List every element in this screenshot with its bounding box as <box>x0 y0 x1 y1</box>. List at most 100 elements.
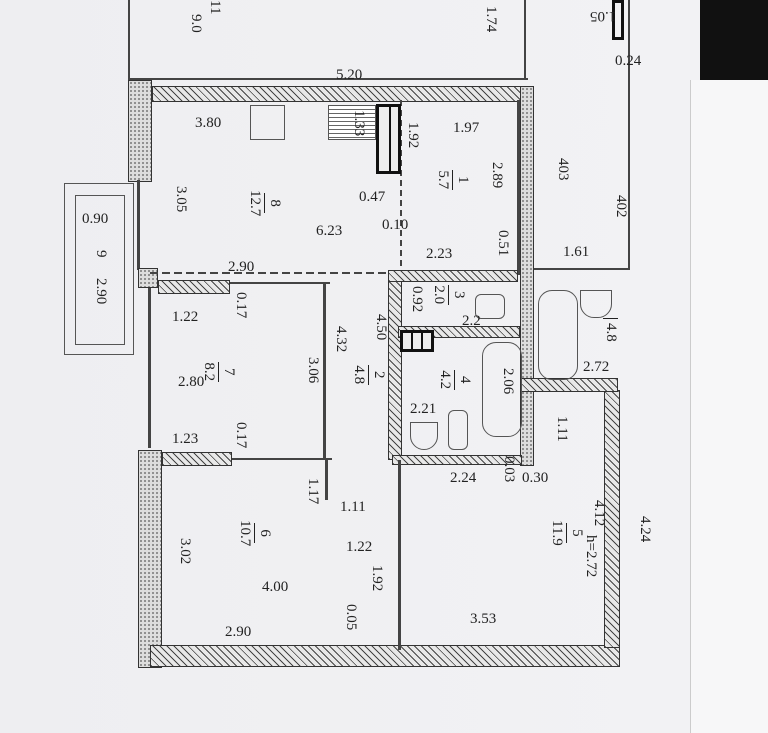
dimension: 1.97 <box>453 120 480 136</box>
dimension: 2.24 <box>450 470 477 486</box>
dimension: 1.17 <box>305 478 321 505</box>
dimension: 0.90 <box>82 211 109 227</box>
dimension: 1.61 <box>563 244 590 260</box>
dimension: 3.02 <box>177 538 193 565</box>
dimension: 1.33 <box>351 110 367 137</box>
dimension: 2.90 <box>225 624 252 640</box>
dimension: 4.24 <box>637 516 653 543</box>
dimension: 1.92 <box>405 122 421 149</box>
dimension: 0.30 <box>522 470 549 486</box>
dimension: 2.80 <box>178 374 205 390</box>
dimension: 1.23 <box>172 431 199 447</box>
washbasin-icon <box>410 422 438 450</box>
room-11-area: 9.0 <box>188 14 204 33</box>
wall <box>148 288 151 448</box>
wall <box>520 378 618 392</box>
room-area: 5.7 <box>435 170 451 190</box>
wall <box>128 80 152 182</box>
dimension: 3.06 <box>305 357 321 384</box>
dimension: 1.22 <box>172 309 199 325</box>
wall <box>398 460 401 650</box>
dimension: 6.23 <box>316 223 343 239</box>
ceiling-height: h=2.72 <box>583 535 599 578</box>
dimension: 3.80 <box>195 115 222 131</box>
dimension: 4.32 <box>333 326 349 353</box>
wall <box>138 268 158 288</box>
wall <box>388 270 518 282</box>
wall <box>230 282 330 284</box>
dimension: 0.10 <box>382 217 409 233</box>
wall <box>150 645 620 667</box>
dimension: 0.92 <box>409 286 425 313</box>
wall <box>137 180 140 270</box>
dimension: 2.21 <box>410 401 437 417</box>
dimension: 4.12 <box>591 500 607 527</box>
wall <box>323 284 326 459</box>
dimension: 5.20 <box>336 67 363 83</box>
dimension: 0.17 <box>233 422 249 449</box>
room-number: 2 <box>368 365 387 385</box>
room-403: 403 <box>555 158 571 181</box>
dimension: 2.89 <box>489 162 505 189</box>
wall <box>232 458 332 460</box>
wall <box>158 280 230 294</box>
wall <box>162 452 232 466</box>
room-number: 7 <box>218 362 237 382</box>
room-number: 5 <box>566 523 585 543</box>
dimension: 0.51 <box>495 230 511 257</box>
dimension: 2.72 <box>583 359 610 375</box>
wall <box>152 86 530 102</box>
dimension: 0.24 <box>615 53 642 69</box>
room-number: 6 <box>254 523 273 543</box>
stove-icon <box>250 105 285 140</box>
dimension: 4.50 <box>373 314 389 341</box>
room-402: 402 <box>613 195 629 218</box>
fridge-icon <box>376 104 401 174</box>
paper-edge <box>690 80 768 733</box>
room-number: 8 <box>264 193 283 213</box>
toilet-icon <box>475 294 505 319</box>
wall <box>534 268 630 270</box>
room-11-number: 11 <box>207 0 223 15</box>
wall <box>388 270 402 460</box>
zone-divider <box>400 100 402 270</box>
room-area: 2.0 <box>431 285 447 305</box>
meter-icon <box>400 330 434 352</box>
wall <box>392 455 522 465</box>
wall <box>138 450 162 668</box>
dimension: 2.06 <box>500 368 516 395</box>
dimension: 2.90 <box>228 259 255 275</box>
room-number: 3 <box>448 285 467 305</box>
wall-line <box>128 78 528 80</box>
zone-divider <box>150 272 390 274</box>
room-area: 4.2 <box>437 370 453 390</box>
fixture-icon <box>612 0 624 40</box>
sink-icon <box>328 105 376 140</box>
room-area: 10.7 <box>237 520 253 547</box>
dark-background <box>700 0 768 80</box>
dimension: 0.03 <box>501 456 517 483</box>
wall <box>325 460 328 500</box>
balcony <box>64 183 134 355</box>
toilet-icon <box>448 410 468 450</box>
room-9-number: 9 <box>93 250 109 258</box>
bathtub-icon <box>482 342 522 437</box>
room-area: 4.8 <box>351 365 367 385</box>
dimension: 1.92 <box>369 565 385 592</box>
washbasin-icon <box>580 290 612 318</box>
dimension: 2.2 <box>462 313 481 329</box>
dimension: 1.11 <box>340 499 366 515</box>
room-area: 11.9 <box>549 520 565 546</box>
dimension: 3.53 <box>470 611 497 627</box>
wall <box>128 0 130 78</box>
balcony-inner <box>75 195 125 345</box>
dimension: 0.17 <box>233 292 249 319</box>
wall <box>520 86 534 466</box>
